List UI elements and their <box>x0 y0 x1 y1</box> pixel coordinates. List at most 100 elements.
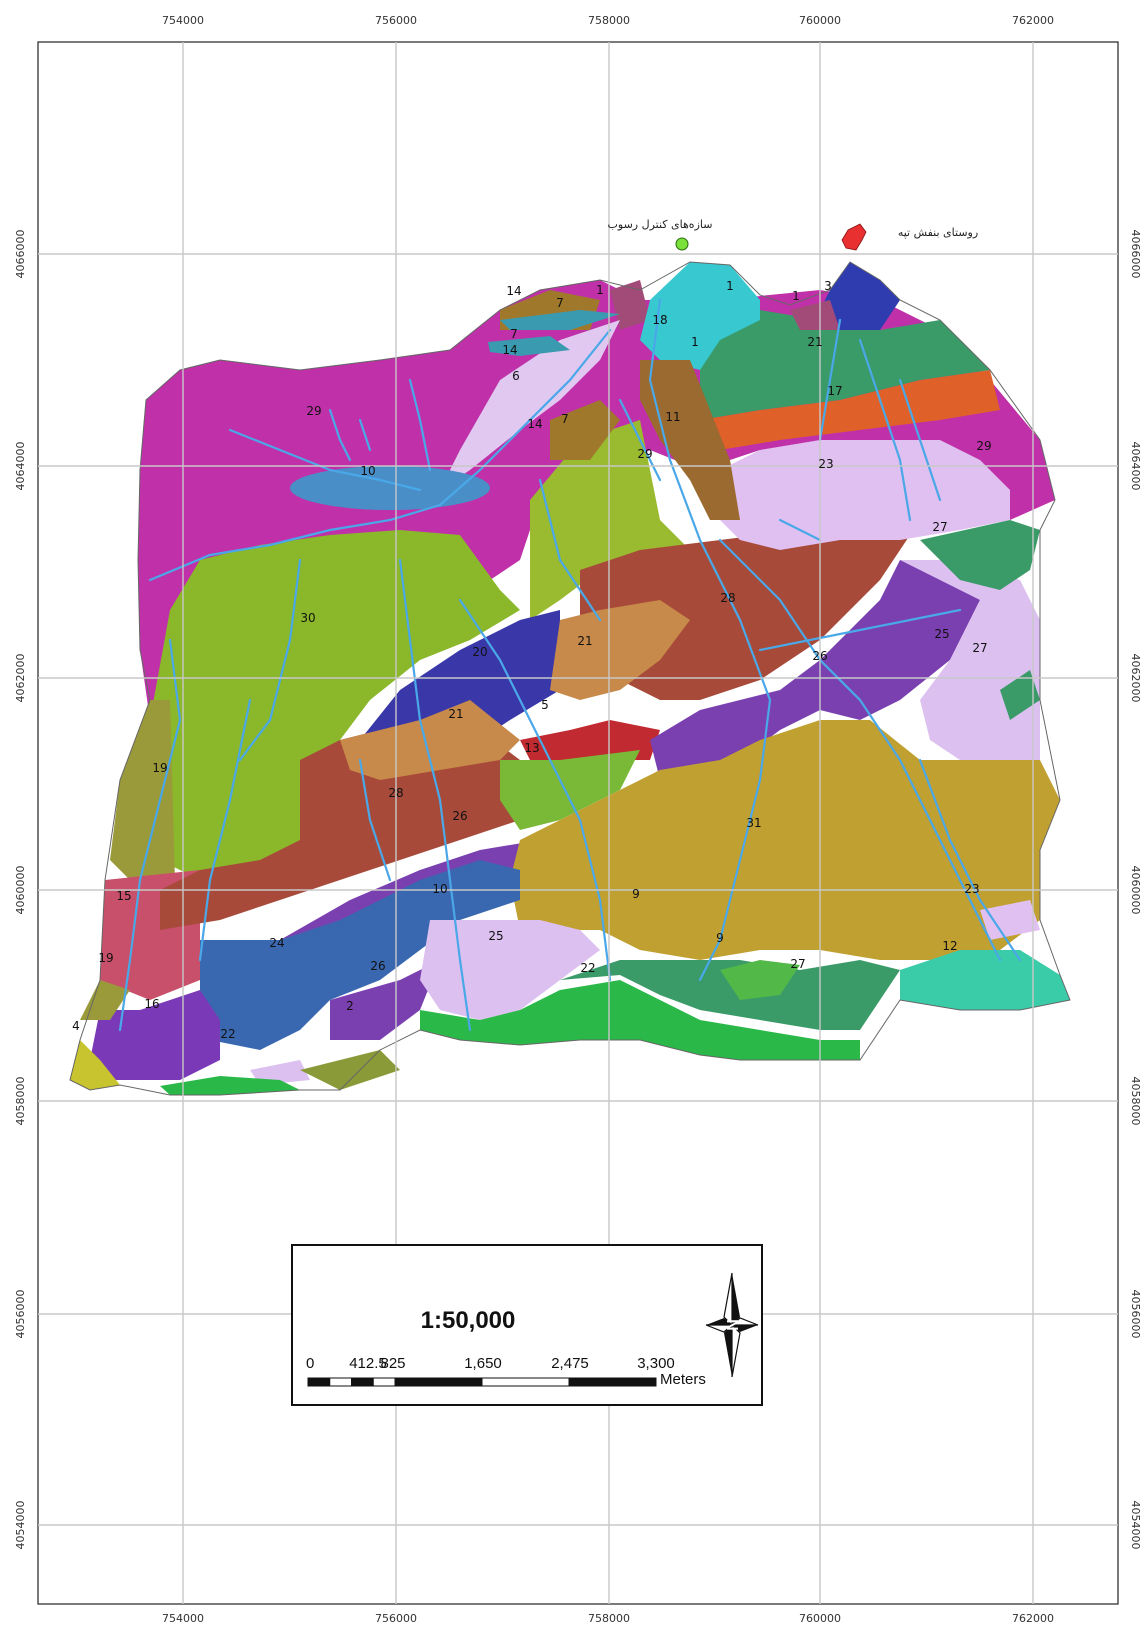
unit-label-1: 1 <box>726 279 734 293</box>
scale-tick-label: 825 <box>380 1355 405 1372</box>
river-branch-15 <box>898 378 942 502</box>
unit-label-6: 6 <box>512 369 520 383</box>
unit-label-13: 13 <box>524 741 539 755</box>
unit-label-4: 4 <box>72 1019 80 1033</box>
scale-unit: Meters <box>660 1371 706 1388</box>
watershed-boundary <box>69 261 1071 1096</box>
unit-label-7: 7 <box>561 412 569 426</box>
north-letter: N <box>725 1319 742 1331</box>
y-label-right: 4066000 <box>1129 230 1142 279</box>
river-network <box>118 298 1022 1032</box>
y-labels-left: 4066000406400040620004060000405800040560… <box>14 230 27 1550</box>
unit-label-1: 1 <box>596 283 604 297</box>
unit-13-polygon <box>500 750 640 830</box>
river-branch-1 <box>328 408 352 462</box>
unit-label-26: 26 <box>452 809 467 823</box>
unit-label-23: 23 <box>964 882 979 896</box>
y-label-left: 4060000 <box>14 866 27 915</box>
river-channel <box>228 428 422 492</box>
unit-5-polygon <box>520 720 660 760</box>
river-branch-16 <box>758 608 962 652</box>
river-branch-14 <box>858 338 912 522</box>
unit-label-26: 26 <box>812 649 827 663</box>
unit-label-29: 29 <box>306 404 321 418</box>
unit-23b-polygon <box>980 900 1040 940</box>
y-label-right: 4062000 <box>1129 654 1142 703</box>
x-label-bottom: 762000 <box>1012 1612 1054 1625</box>
unit-label-7: 7 <box>510 327 518 341</box>
unit-17-polygon <box>700 370 1000 450</box>
unit-label-27: 27 <box>932 520 947 534</box>
unit-21-polygon <box>550 600 690 700</box>
scale-ratio: 1:50,000 <box>421 1307 516 1334</box>
unit-11-polygon <box>640 360 740 520</box>
river-main-west <box>148 328 612 582</box>
village-label: روستای بنفش تپه <box>898 226 978 239</box>
river-branch-12 <box>718 538 1002 962</box>
unit-labels: 1111234567779910101112131414141516171819… <box>72 279 991 1041</box>
unit-label-10: 10 <box>432 882 447 896</box>
unit-24-polygon <box>200 860 520 1050</box>
unit-label-21: 21 <box>807 335 822 349</box>
map-units <box>70 262 1070 1095</box>
unit-label-29: 29 <box>637 447 652 461</box>
unit-label-3: 3 <box>824 279 832 293</box>
unit-label-28: 28 <box>720 591 735 605</box>
unit-3-polygon <box>820 262 900 330</box>
y-label-right: 4064000 <box>1129 442 1142 491</box>
unit-label-2: 2 <box>346 999 354 1013</box>
village-icon <box>841 223 867 251</box>
unit-label-31: 31 <box>746 816 761 830</box>
river-branch-13 <box>818 318 842 442</box>
structure-label: سازه‌های کنترل رسوب <box>608 218 713 231</box>
unit-26c-polygon <box>330 960 440 1040</box>
unit-label-24: 24 <box>269 936 284 950</box>
unit-26-polygon <box>650 560 980 780</box>
unit-label-14: 14 <box>506 284 521 298</box>
unit-label-19: 19 <box>152 761 167 775</box>
y-label-left: 4054000 <box>14 1501 27 1550</box>
unit-label-9: 9 <box>716 931 724 945</box>
unit-label-14: 14 <box>502 343 517 357</box>
river-branch-9 <box>458 598 612 982</box>
unit-label-5: 5 <box>541 698 549 712</box>
unit-27c-polygon <box>700 310 990 420</box>
y-label-left: 4056000 <box>14 1290 27 1339</box>
y-label-left: 4062000 <box>14 654 27 703</box>
y-labels-right: 4066000406400040620004060000405800040560… <box>1129 230 1142 1550</box>
unit-21b-polygon <box>340 700 520 780</box>
unit-label-1: 1 <box>691 335 699 349</box>
unit-label-17: 17 <box>827 384 842 398</box>
x-label-bottom: 756000 <box>375 1612 417 1625</box>
y-label-right: 4060000 <box>1129 866 1142 915</box>
y-label-left: 4064000 <box>14 442 27 491</box>
scale-segment <box>307 1377 331 1387</box>
y-label-right: 4054000 <box>1129 1501 1142 1550</box>
river-branch-7 <box>398 558 472 1032</box>
unit-22-polygon <box>420 980 860 1060</box>
river-branch-11 <box>648 298 772 982</box>
x-label-bottom: 758000 <box>588 1612 630 1625</box>
unit-9-polygon <box>720 960 800 1000</box>
unit-7b-polygon <box>488 336 570 356</box>
unit-7-polygon <box>500 310 620 330</box>
scale-segment <box>481 1377 570 1387</box>
unit-28b-polygon <box>160 730 520 930</box>
unit-label-20: 20 <box>472 645 487 659</box>
unit-label-22: 22 <box>580 961 595 975</box>
x-label-top: 760000 <box>799 14 841 27</box>
unit-6-polygon <box>440 320 620 490</box>
unit-30-polygon <box>150 530 520 880</box>
scale-tick-label: 2,475 <box>551 1355 589 1372</box>
unit-19-polygon <box>110 700 175 880</box>
unit-12-polygon <box>900 950 1070 1010</box>
unit-label-19: 19 <box>98 951 113 965</box>
river-branch-8 <box>358 758 392 882</box>
unit-2-polygon <box>300 1050 400 1090</box>
unit-label-26: 26 <box>370 959 385 973</box>
unit-label-1: 1 <box>792 289 800 303</box>
unit-label-25: 25 <box>934 627 949 641</box>
unit-label-7: 7 <box>556 296 564 310</box>
